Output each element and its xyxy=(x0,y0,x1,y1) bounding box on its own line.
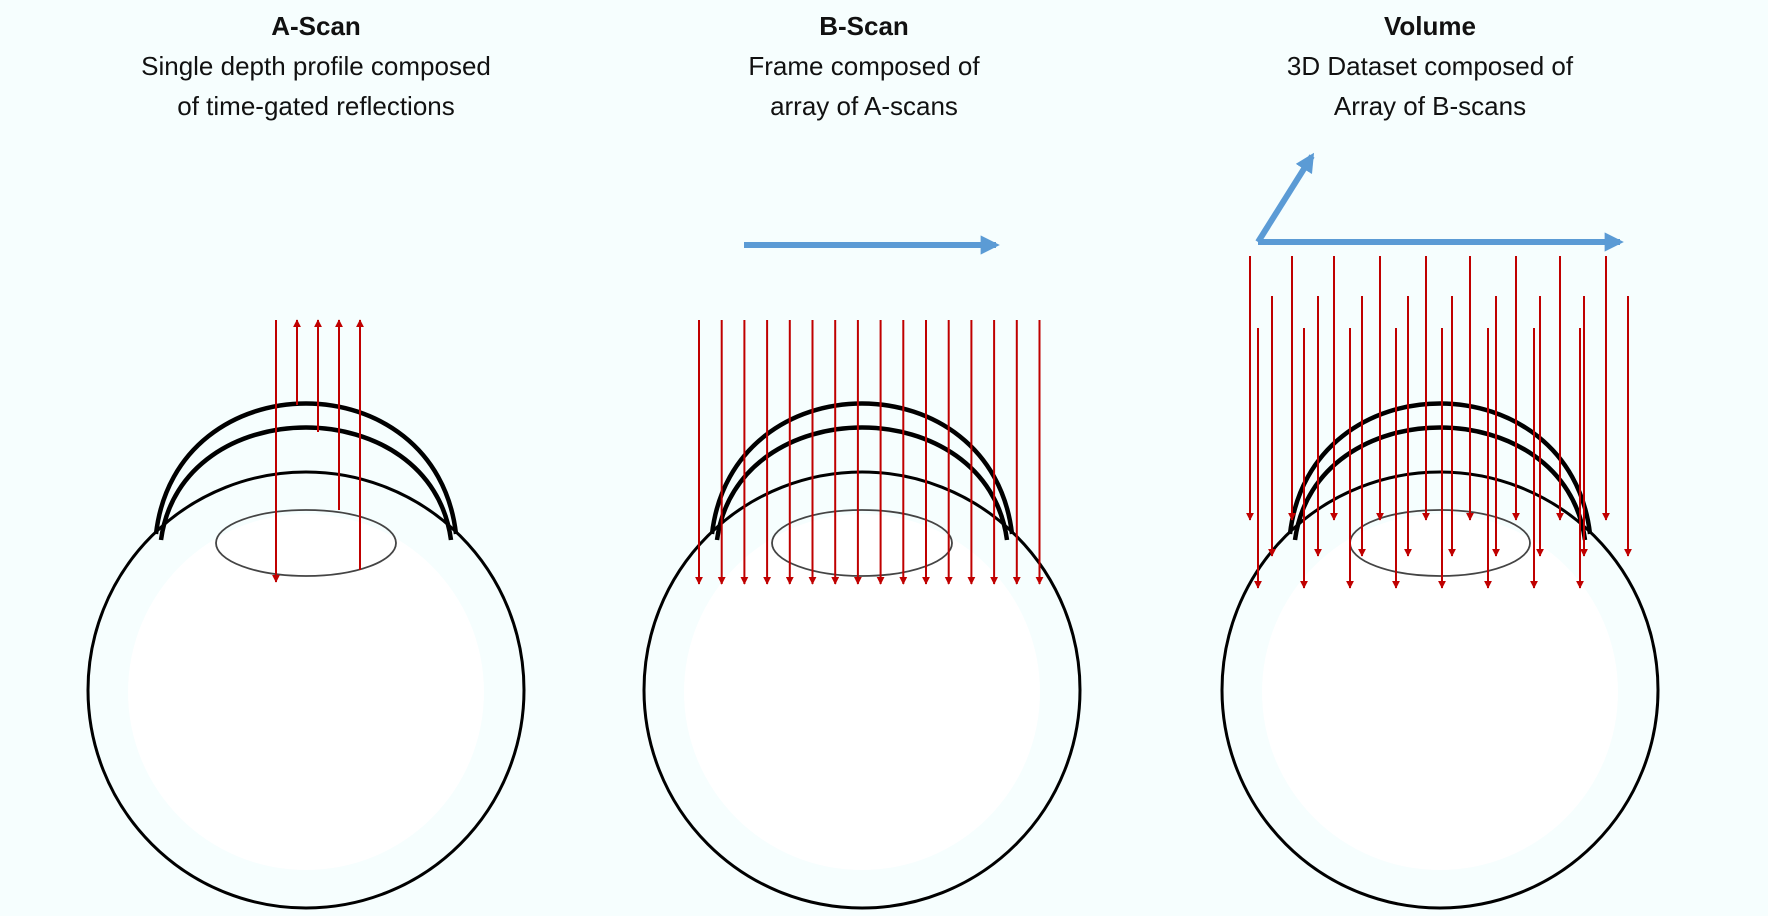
b-scan-header: B-Scan Frame composed of array of A-scan… xyxy=(604,6,1124,126)
b-scan-title: B-Scan xyxy=(819,11,909,41)
cornea-outer xyxy=(1287,401,1593,535)
a-scan-eye xyxy=(86,401,526,910)
a-scan-description-line2: of time-gated reflections xyxy=(177,91,455,121)
b-scan-description-line1: Frame composed of xyxy=(748,51,980,81)
lens xyxy=(215,509,397,577)
volume-eye xyxy=(1220,401,1660,910)
a-scan-header: A-Scan Single depth profile composed of … xyxy=(56,6,576,126)
b-scan-beams xyxy=(695,320,1044,585)
volume-description-line1: 3D Dataset composed of xyxy=(1286,51,1574,81)
a-scan-beams xyxy=(272,319,364,583)
cornea-inner xyxy=(158,425,454,541)
volume-description-line2: Array of B-scans xyxy=(1333,91,1527,121)
lens xyxy=(771,509,953,577)
globe-highlight xyxy=(128,514,484,870)
eyeball-outline xyxy=(642,470,1082,910)
cornea-inner xyxy=(714,425,1010,541)
scan-direction-arrows xyxy=(744,152,1624,255)
globe-highlight xyxy=(1262,514,1618,870)
eyeball-outline xyxy=(1220,470,1660,910)
cornea-outer xyxy=(153,401,459,535)
cornea-outer xyxy=(709,401,1015,535)
a-scan-description-line1: Single depth profile composed xyxy=(141,51,491,81)
globe-highlight xyxy=(684,514,1040,870)
b-scan-eye xyxy=(642,401,1082,910)
volume-header: Volume 3D Dataset composed of Array of B… xyxy=(1170,6,1690,126)
volume-title: Volume xyxy=(1384,11,1476,41)
cornea-inner xyxy=(1292,425,1588,541)
volume-slow-axis-arrow xyxy=(1255,152,1315,244)
a-scan-title: A-Scan xyxy=(271,11,361,41)
eyeball-outline xyxy=(86,470,526,910)
b-scan-description-line2: array of A-scans xyxy=(770,91,958,121)
volume-beams xyxy=(1246,256,1632,589)
